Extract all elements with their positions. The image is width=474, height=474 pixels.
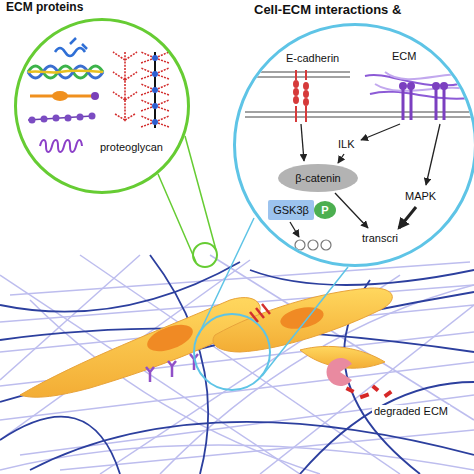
zoom-lines	[158, 136, 348, 390]
signaling-arrows	[335, 193, 368, 228]
signaling-drawings	[293, 88, 299, 96]
signaling-drawings	[303, 98, 309, 106]
protease-and-fragments	[371, 385, 379, 393]
signaling-drawings	[245, 112, 474, 117]
node-label: P	[321, 204, 328, 217]
panel-heading: ECM proteins	[6, 1, 83, 15]
signaling-drawings	[245, 72, 350, 77]
zoom-lines	[194, 314, 270, 390]
ecm-protein-drawings	[41, 116, 48, 123]
ecm-fibers-light	[0, 255, 474, 474]
adhesion-symbols	[146, 367, 154, 382]
signaling-drawings	[407, 82, 415, 90]
protease-and-fragments	[360, 392, 370, 399]
signaling-arrows	[290, 124, 440, 237]
ecm-protein-drawings	[89, 113, 96, 120]
phosphate-circle: P	[314, 201, 336, 219]
process-label: transcri	[362, 232, 398, 245]
signaling-drawings	[303, 90, 309, 98]
magnifier-mask	[14, 18, 190, 194]
ecm-fibers-dark	[0, 262, 240, 312]
protein-label: MAPK	[405, 190, 436, 203]
adhesion-symbols	[168, 361, 176, 377]
signaling-drawings	[370, 92, 470, 99]
protein-label: ECM	[392, 50, 416, 63]
signaling-arrows	[338, 154, 344, 163]
signaling-arrows	[361, 124, 400, 140]
ecm-fibers-dark	[0, 417, 120, 474]
signaling-drawings	[245, 70, 474, 250]
protein-label: proteoglycan	[100, 141, 163, 154]
node-label: GSK3β	[273, 204, 309, 217]
signaling-drawings	[399, 82, 407, 90]
ecm-protein-drawings	[28, 38, 169, 152]
signaling-drawings	[375, 84, 470, 91]
signaling-arrows	[301, 124, 304, 161]
signaling-drawings	[365, 75, 470, 85]
ecm-protein-drawings	[28, 71, 103, 73]
panel-heading: Cell-ECM interactions &	[254, 3, 401, 18]
zoom-lines	[198, 218, 348, 376]
ecm-fibers-dark	[250, 270, 474, 285]
signaling-drawings	[295, 240, 305, 250]
ecm-protein-drawings	[91, 92, 99, 100]
ecm-protein-drawings	[141, 52, 169, 127]
ecm-fibers-dark	[300, 382, 474, 474]
protein-label: ILK	[338, 138, 355, 151]
ecm-fibers-light	[0, 445, 474, 470]
kinase-box: GSK3β	[268, 200, 314, 220]
signaling-drawings	[432, 82, 440, 90]
ecm-protein-drawings	[152, 103, 158, 109]
protease-and-fragments	[384, 390, 393, 398]
ecm-protein-drawings	[55, 38, 87, 56]
ecm-protein-drawings	[77, 114, 84, 121]
protease-and-fragments	[346, 386, 355, 393]
node-label: β-catenin	[295, 172, 340, 185]
magnifier-mask	[14, 18, 474, 267]
protease-and-fragments	[327, 358, 393, 399]
signaling-arrows	[290, 222, 299, 237]
zoom-lines	[158, 136, 216, 262]
signaling-drawings	[308, 240, 318, 250]
cell-bodies	[213, 288, 392, 352]
ecm-protein-drawings	[52, 91, 68, 101]
annotation-label: degraded ECM	[372, 405, 450, 418]
ecm-protein-drawings	[152, 71, 158, 77]
protein-label: E-cadherin	[286, 52, 339, 65]
ecm-protein-drawings	[29, 117, 36, 124]
cell-bodies	[20, 288, 392, 397]
ecm-protein-drawings	[152, 119, 158, 125]
magnifier-mask	[233, 23, 474, 267]
ecm-protein-drawings	[152, 55, 158, 61]
signaling-arrows	[426, 124, 440, 185]
signaling-drawings	[303, 82, 309, 90]
ecm-protein-drawings	[113, 52, 137, 122]
cell-bodies	[144, 319, 197, 356]
ecm-protein-drawings	[28, 66, 103, 78]
signaling-drawings	[403, 88, 444, 120]
ecm-protein-drawings	[40, 140, 82, 152]
cell-bodies	[278, 304, 325, 333]
signaling-drawings	[293, 80, 299, 88]
ecm-protein-drawings	[152, 87, 158, 93]
ecm-fibers-dark	[0, 255, 474, 474]
signaling-arrows	[399, 207, 416, 228]
magnifier-circle: ECM proteinsproteoglycan	[14, 18, 190, 194]
signaling-drawings	[321, 240, 331, 250]
zoom-lines	[193, 243, 217, 267]
signaling-drawings	[293, 96, 299, 104]
ecm-protein-drawings	[65, 115, 72, 122]
ecm-protein-drawings	[53, 115, 60, 122]
protease-and-fragments	[327, 358, 352, 386]
signaling-drawings	[385, 72, 470, 79]
signaling-drawings	[440, 82, 448, 90]
protein-ellipse: β-catenin	[278, 164, 358, 192]
ecm-protein-drawings	[28, 66, 103, 78]
